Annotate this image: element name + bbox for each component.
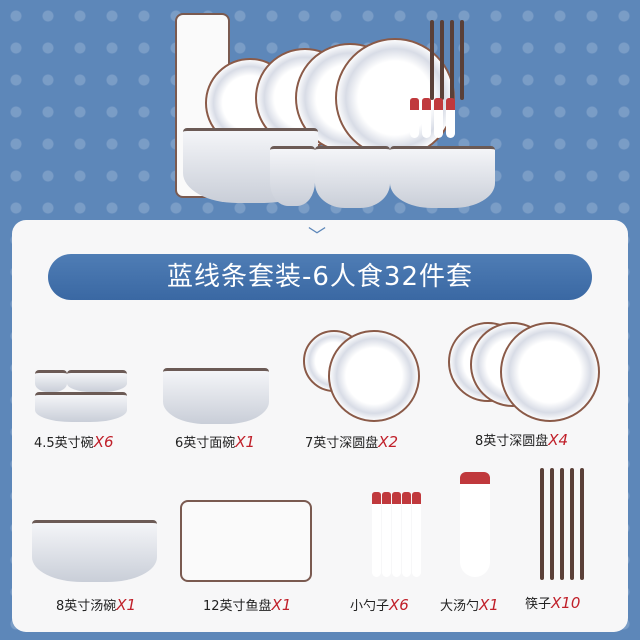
plate-8in: [500, 322, 600, 422]
chopsticks: [430, 20, 434, 100]
item-caption: 筷子X10: [525, 594, 581, 612]
noodle-bowl: [163, 368, 269, 424]
small-bowls: [270, 146, 315, 206]
chopsticks: [440, 20, 444, 100]
product-hero-photo: [165, 8, 505, 213]
item-caption: 大汤勺X1: [440, 596, 499, 614]
item-caption: 8英寸深圆盘X4: [475, 431, 569, 449]
chopsticks: [550, 468, 554, 580]
soup-bowl: [32, 520, 157, 582]
item-caption: 8英寸汤碗X1: [56, 596, 137, 614]
ladle: [460, 472, 490, 577]
item-caption: 7英寸深圆盘X2: [305, 433, 399, 451]
small-bowls: [315, 146, 390, 208]
fish-plate: [180, 500, 312, 582]
small-bowl: [35, 392, 127, 422]
chopsticks: [560, 468, 564, 580]
item-caption: 4.5英寸碗X6: [34, 433, 114, 451]
noodle-bowl: [390, 146, 495, 208]
small-bowl: [67, 370, 127, 392]
chevron-down-icon: ﹀: [308, 226, 326, 247]
spoon: [410, 98, 419, 138]
plate-7in: [328, 330, 420, 422]
spoon: [434, 98, 443, 138]
chopsticks: [540, 468, 544, 580]
small-bowl: [35, 370, 67, 392]
chopsticks: [460, 20, 464, 100]
spoon: [402, 492, 411, 577]
chopsticks: [450, 20, 454, 100]
spoon: [446, 98, 455, 138]
item-caption: 6英寸面碗X1: [175, 433, 256, 451]
chopsticks: [570, 468, 574, 580]
spoon: [412, 492, 421, 577]
item-caption: 小勺子X6: [350, 596, 409, 614]
chopsticks: [580, 468, 584, 580]
item-caption: 12英寸鱼盘X1: [203, 596, 292, 614]
spoon: [382, 492, 391, 577]
spoon: [422, 98, 431, 138]
spoon: [392, 492, 401, 577]
spoon: [372, 492, 381, 577]
set-title: 蓝线条套装-6人食32件套: [48, 254, 592, 300]
